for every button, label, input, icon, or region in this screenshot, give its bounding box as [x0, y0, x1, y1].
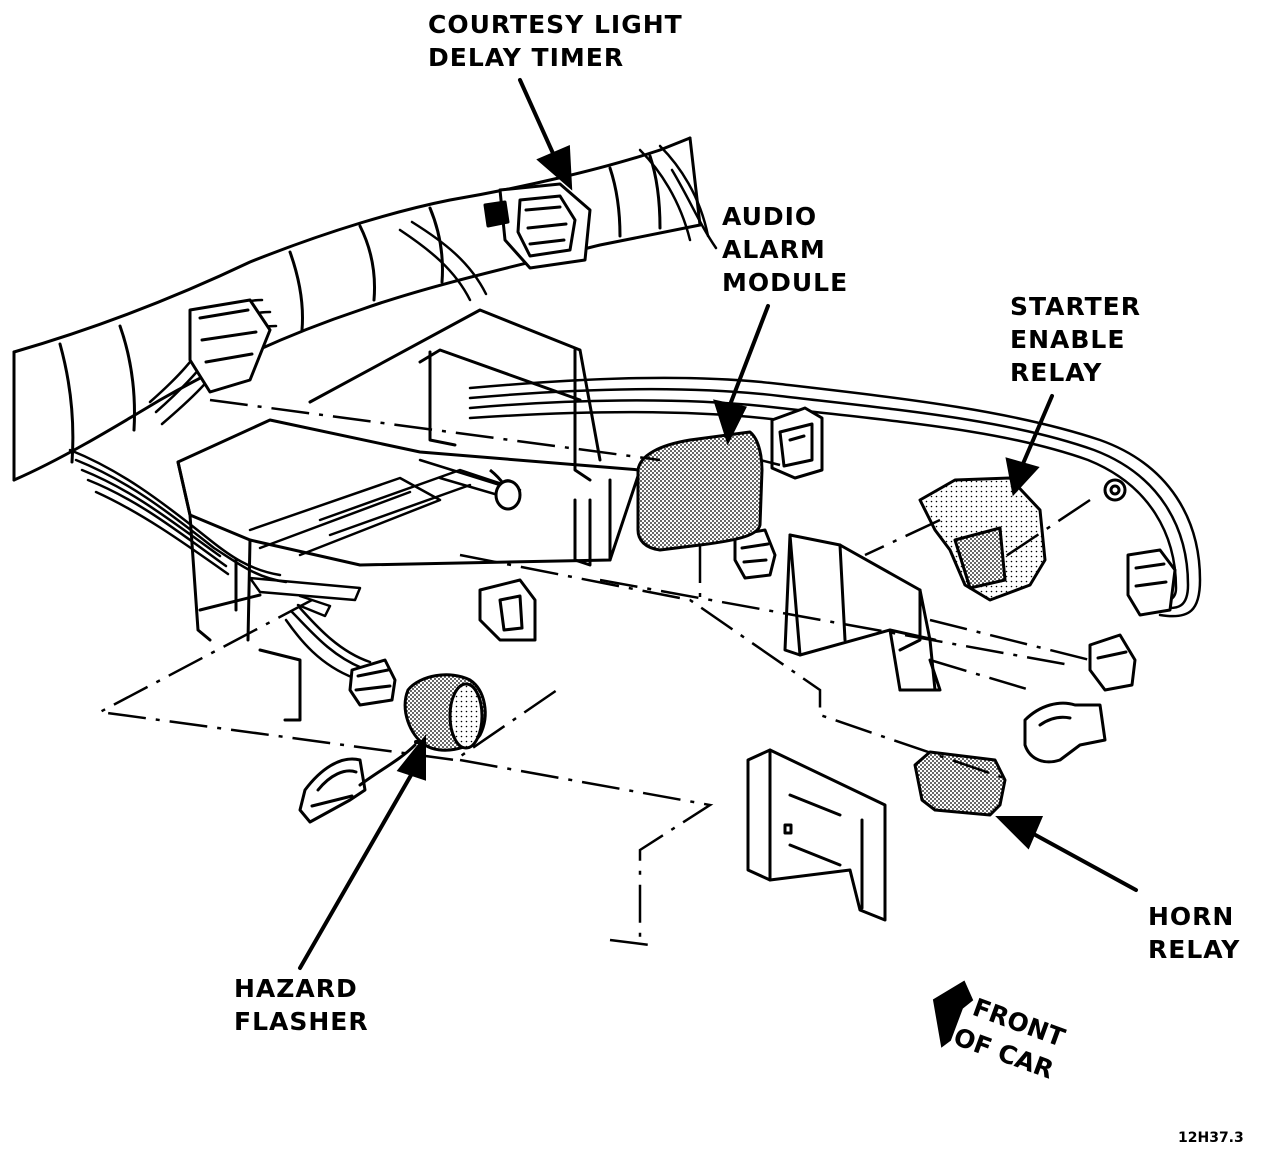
- label-line: FLASHER: [234, 1007, 369, 1036]
- lower-bracket: [746, 748, 887, 922]
- mounting-bolt: [1103, 478, 1127, 502]
- audio-alarm-module: [636, 430, 764, 552]
- lower-left-clip: [298, 743, 417, 824]
- hazard-connector: [348, 658, 397, 707]
- alignment-lines: [95, 398, 1091, 947]
- label-starter-enable-relay: STARTER ENABLE RELAY: [1010, 290, 1141, 389]
- label-hazard-flasher: HAZARD FLASHER: [234, 972, 369, 1038]
- label-line: STARTER: [1010, 292, 1141, 321]
- label-line: COURTESY LIGHT: [428, 10, 683, 39]
- figure-number: 12H37.3: [1178, 1130, 1244, 1146]
- label-line: RELAY: [1010, 358, 1103, 387]
- label-line: MODULE: [722, 268, 849, 297]
- label-line: HAZARD: [234, 974, 358, 1003]
- front-arrow: [932, 980, 974, 1048]
- harness-wires-right: [398, 144, 1202, 618]
- label-line: HORN: [1148, 902, 1235, 931]
- clip-center: [733, 528, 777, 580]
- label-horn-relay: HORN RELAY: [1148, 900, 1240, 966]
- label-line: ALARM: [722, 235, 826, 264]
- label-line: DELAY TIMER: [428, 43, 625, 72]
- hazard-wires: [284, 606, 372, 680]
- courtesy-timer-unit: [483, 182, 592, 270]
- callout-arrows: [298, 78, 1138, 970]
- horn-relay: [913, 750, 1007, 817]
- starter-relay-plug: [770, 406, 824, 480]
- right-connector: [1126, 548, 1177, 617]
- relay-bracket: [783, 533, 942, 692]
- label-audio-alarm-module: AUDIO ALARM MODULE: [722, 200, 848, 299]
- label-line: ENABLE: [1010, 325, 1126, 354]
- label-line: RELAY: [1148, 935, 1241, 964]
- harness-connector-left: [188, 298, 272, 394]
- main-harness: [12, 136, 702, 482]
- bracket-connector: [478, 578, 537, 642]
- clip-right-lower: [1023, 701, 1107, 764]
- label-courtesy-light-delay-timer: COURTESY LIGHT DELAY TIMER: [428, 8, 683, 74]
- clip-right-upper: [1088, 633, 1137, 692]
- label-line: AUDIO: [722, 202, 818, 231]
